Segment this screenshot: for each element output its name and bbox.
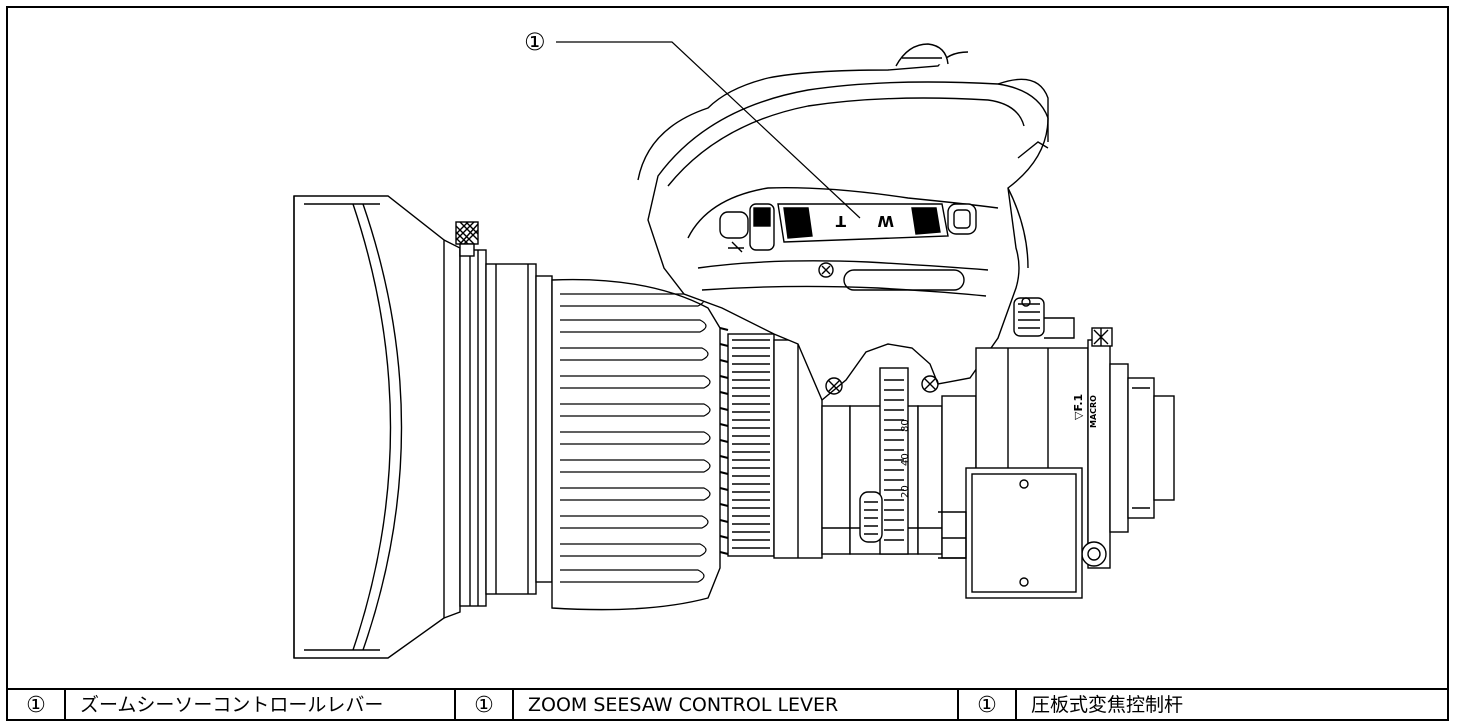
lens-diagram: T W [8,8,1447,688]
hood-lock-screw [455,221,479,257]
grip-buttons [719,203,977,253]
figure-frame: T W [6,6,1449,721]
callout-number: ① [524,28,546,56]
legend-table: ① ズームシーソーコントロールレバー ① ZOOM SEESAW CONTROL… [8,688,1447,721]
rear-knob [1013,297,1075,339]
servo-grip-housing [637,43,1049,402]
focus-lever [859,491,883,543]
scale-20: 20 [900,485,911,498]
legend-number-zh: ① [959,690,1017,721]
macro-label: MACRO [1089,395,1098,428]
lens-drawing: T W [293,41,1175,659]
focus-ring [879,367,909,555]
legend-text-zh: 圧板式変焦控制杆 [1031,694,1184,716]
legend-number-en: ① [456,690,514,721]
legend-number-ja: ① [8,690,66,721]
focus-scale-markings: 80 40 20 ▽F.1 MACRO [900,394,1098,498]
knurl-band [727,333,775,557]
rear-cover-panel [938,467,1083,599]
scale-80: 80 [900,419,911,432]
legend-text-en: ZOOM SEESAW CONTROL LEVER [514,690,959,721]
scale-40: 40 [900,453,911,466]
front-barrel [443,239,553,619]
lever-t-label: T [835,212,846,230]
zoom-seesaw-lever: T W [777,203,949,243]
zoom-ring [551,278,729,611]
lens-hood [293,195,445,659]
lever-w-label: W [877,212,894,230]
housing-screws [818,262,965,395]
callout-leader [556,41,861,219]
aperture-label: ▽F.1 [1072,394,1085,420]
legend-text-ja: ズームシーソーコントロールレバー [66,690,456,721]
